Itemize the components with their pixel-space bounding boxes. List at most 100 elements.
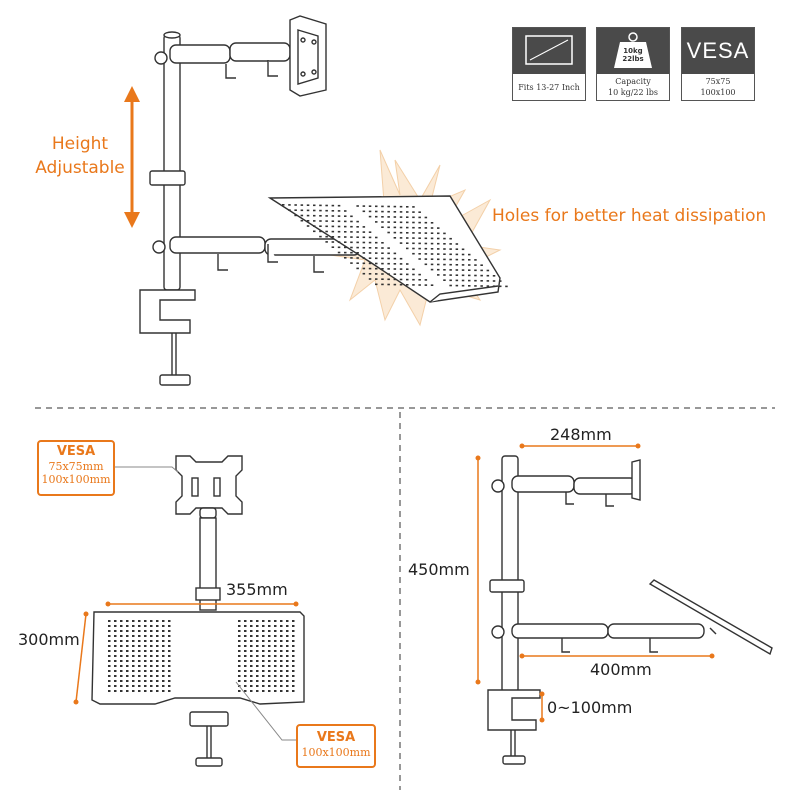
vent-hole [306, 214, 310, 217]
vent-hole [268, 630, 271, 632]
vent-hole [368, 267, 372, 270]
vent-hole [274, 640, 277, 642]
vent-hole [337, 246, 341, 249]
vent-hole [168, 645, 171, 647]
weight-lbs-text: 22lbs [622, 55, 644, 63]
vent-hole [356, 262, 359, 264]
vent-hole [268, 685, 271, 687]
monitor-vesa-line1: 75x75mm [48, 460, 104, 473]
vent-hole [350, 251, 353, 254]
tray-width-dimension: 355mm [226, 580, 288, 599]
vent-hole [418, 211, 421, 213]
vent-hole [274, 685, 277, 687]
vent-hole [368, 257, 372, 259]
vent-hole [244, 625, 247, 627]
vent-hole [468, 285, 471, 287]
vent-hole [150, 645, 153, 647]
vent-hole [256, 645, 259, 647]
vent-hole [292, 620, 295, 622]
vent-hole [356, 241, 359, 244]
vent-hole [313, 214, 316, 217]
vent-hole [286, 690, 289, 692]
vent-hole [418, 221, 421, 224]
vent-hole [337, 204, 341, 207]
vent-hole [250, 670, 253, 672]
vent-hole [418, 284, 421, 286]
vent-hole [126, 650, 129, 652]
vent-hole [418, 279, 421, 281]
screen-size-caption: Fits 13-27 Inch [518, 83, 580, 92]
vent-hole [430, 222, 434, 224]
vent-hole [132, 690, 135, 692]
side-dimension-lines [475, 443, 715, 723]
vent-hole [486, 269, 490, 272]
vent-hole [238, 655, 241, 657]
vent-hole [350, 241, 353, 244]
vent-hole [108, 655, 111, 657]
vent-hole [381, 278, 384, 280]
vent-hole [300, 214, 304, 217]
vent-hole [480, 269, 483, 272]
vent-hole [108, 670, 111, 672]
vent-hole [250, 655, 253, 657]
vent-hole [280, 660, 283, 662]
vent-hole [288, 204, 291, 206]
vent-hole [393, 231, 397, 234]
capacity-caption: Capacity 10 kg/22 lbs [597, 76, 669, 98]
vent-hole [156, 675, 159, 677]
vent-hole [437, 268, 440, 271]
vent-hole [144, 635, 147, 637]
vent-hole [156, 645, 159, 647]
vent-hole [412, 278, 415, 281]
vent-hole [244, 630, 247, 632]
vesa-badge-caption-line2: 100x100 [700, 88, 736, 97]
vent-hole [344, 246, 347, 249]
vent-hole [418, 242, 421, 245]
vent-hole [162, 670, 165, 672]
vent-hole [286, 665, 289, 667]
vent-hole [238, 680, 241, 682]
vent-hole [126, 685, 129, 687]
vent-hole [120, 655, 123, 657]
vent-hole [399, 263, 403, 265]
vent-hole [120, 620, 123, 622]
vent-hole [268, 665, 271, 667]
vent-hole [120, 680, 123, 682]
vent-hole [126, 660, 129, 662]
vent-hole [325, 215, 328, 217]
vent-hole [256, 670, 259, 672]
vent-hole [262, 650, 265, 652]
vent-hole [375, 267, 378, 270]
vent-hole [274, 645, 277, 647]
vent-hole [381, 247, 384, 249]
vent-hole [350, 215, 353, 218]
vent-hole [238, 640, 241, 642]
vent-hole [406, 216, 409, 218]
vent-hole [288, 209, 291, 211]
vent-hole [399, 221, 403, 224]
vent-hole [238, 620, 241, 622]
vent-hole [138, 645, 141, 647]
front-tray-holes [108, 620, 295, 692]
lower-arm-dimension: 400mm [590, 660, 652, 679]
vent-hole [399, 237, 403, 239]
vent-hole [443, 258, 446, 261]
vent-hole [286, 680, 289, 682]
monitor-vesa-line2: 100x100mm [41, 473, 111, 486]
vent-hole [331, 246, 335, 248]
vent-hole [256, 620, 259, 622]
vent-hole [168, 670, 171, 672]
vent-hole [375, 273, 378, 275]
vent-hole [461, 264, 465, 266]
vent-hole [108, 645, 111, 647]
vent-hole [406, 221, 409, 224]
vent-hole [244, 655, 247, 657]
pole-height-dimension: 450mm [408, 560, 470, 579]
vent-hole [282, 204, 285, 206]
vent-hole [144, 680, 147, 682]
vent-hole [368, 262, 372, 265]
vent-hole [461, 253, 465, 256]
vent-hole [120, 670, 123, 672]
vent-hole [244, 650, 247, 652]
vent-hole [138, 685, 141, 687]
